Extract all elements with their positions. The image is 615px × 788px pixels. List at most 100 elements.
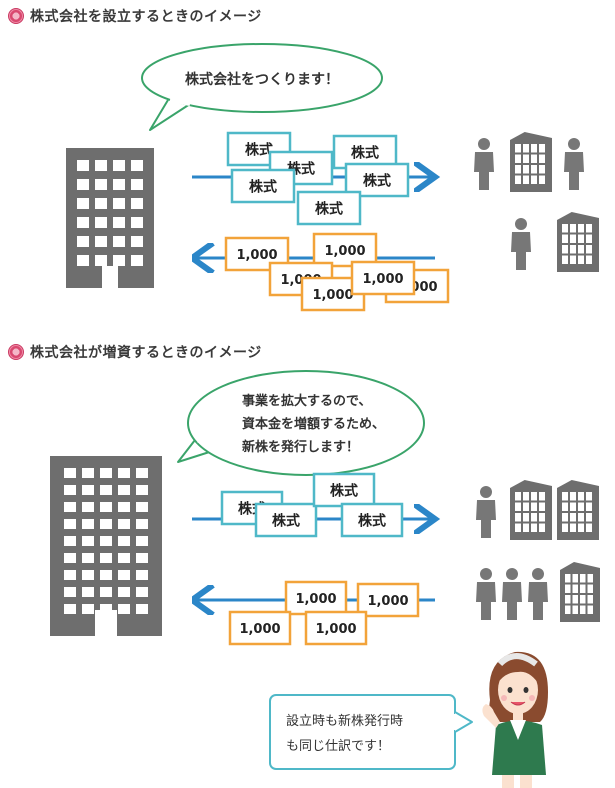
- svg-text:1,000: 1,000: [295, 592, 336, 607]
- building-window: [131, 179, 143, 190]
- svg-text:株式: 株式: [358, 512, 386, 529]
- building-window: [136, 587, 148, 597]
- building-window: [64, 570, 76, 580]
- speech-bubble-2-line-1: 事業を拡大するので、: [242, 393, 371, 409]
- building-window: [100, 587, 112, 597]
- building-window: [113, 179, 125, 190]
- building-window: [95, 255, 107, 266]
- stock-certificate: 株式: [340, 502, 404, 538]
- building-window: [77, 217, 89, 228]
- building-window: [82, 587, 94, 597]
- stock-certificate: 株式: [312, 472, 376, 508]
- building-window: [77, 198, 89, 209]
- stock-certificate: 株式: [230, 168, 296, 204]
- building-window: [64, 587, 76, 597]
- flower-icon: [8, 8, 24, 24]
- building-window: [100, 536, 112, 546]
- speech-box-footer: 設立時も新株発行時 も同じ仕訳です！: [269, 694, 473, 770]
- person-icon: [564, 138, 584, 190]
- building-window: [118, 502, 130, 512]
- stock-certificate: 株式: [254, 502, 318, 538]
- svg-text:株式: 株式: [363, 172, 391, 189]
- flower-icon: [8, 344, 24, 360]
- investors-group-1: [474, 132, 599, 272]
- building-window: [64, 553, 76, 563]
- building-window: [131, 255, 143, 266]
- building-window: [64, 536, 76, 546]
- building-window: [136, 468, 148, 478]
- section2-title-text: 株式会社が増資するときのイメージ: [30, 345, 262, 361]
- building-window: [95, 217, 107, 228]
- building-window: [136, 536, 148, 546]
- building-window: [64, 519, 76, 529]
- money-note: 1,000: [350, 260, 416, 296]
- building-window: [77, 160, 89, 171]
- building-window: [131, 236, 143, 247]
- building-window: [77, 179, 89, 190]
- svg-text:株式: 株式: [245, 141, 273, 158]
- building-window: [95, 160, 107, 171]
- person-icon: [511, 218, 531, 270]
- money-note: 1,000: [304, 610, 368, 646]
- stock-cards-group-1: 株式株式株式株式株式株式: [226, 131, 410, 226]
- building-window: [82, 570, 94, 580]
- building-window: [118, 536, 130, 546]
- money-note: 1,000: [284, 580, 348, 616]
- svg-text:1,000: 1,000: [367, 594, 408, 609]
- building-window: [77, 255, 89, 266]
- investors-group-2: [476, 480, 600, 622]
- building-window: [136, 570, 148, 580]
- building-window: [118, 570, 130, 580]
- building-window: [95, 236, 107, 247]
- building-window: [82, 485, 94, 495]
- building-window: [113, 198, 125, 209]
- svg-text:1,000: 1,000: [362, 272, 403, 287]
- building-window: [118, 587, 130, 597]
- building-window: [100, 519, 112, 529]
- building-window: [100, 570, 112, 580]
- building-window: [82, 553, 94, 563]
- building-window: [82, 468, 94, 478]
- section2-title: 株式会社が増資するときのイメージ: [8, 342, 262, 362]
- building-window: [118, 604, 130, 614]
- speech-bubble-1-text: 株式会社をつくります！: [185, 71, 339, 88]
- building-window: [118, 519, 130, 529]
- money-note: 1,000: [224, 236, 290, 272]
- person-icon: [502, 568, 522, 620]
- company-building-large: [50, 456, 162, 636]
- building-window: [95, 198, 107, 209]
- speech-bubble-2: 事業を拡大するので、 資本金を増額するため、 新株を発行します！: [177, 370, 425, 476]
- footer-speech-line-1: 設立時も新株発行時: [286, 713, 403, 729]
- section1-title-text: 株式会社を設立するときのイメージ: [30, 9, 262, 25]
- speech-bubble-1: 株式会社をつくります！: [141, 43, 383, 131]
- svg-text:1,000: 1,000: [315, 622, 356, 637]
- building-window: [113, 236, 125, 247]
- company-building: [66, 148, 154, 288]
- building-window: [136, 485, 148, 495]
- building-window: [113, 160, 125, 171]
- building-window: [100, 502, 112, 512]
- person-icon: [528, 568, 548, 620]
- stock-certificate: 株式: [344, 162, 410, 198]
- building-window: [77, 236, 89, 247]
- stock-certificate: 株式: [296, 190, 362, 226]
- building-window: [100, 604, 112, 614]
- building-window: [113, 217, 125, 228]
- building-window: [82, 519, 94, 529]
- building-window: [118, 468, 130, 478]
- building-window: [64, 604, 76, 614]
- svg-text:1,000: 1,000: [239, 622, 280, 637]
- building-window: [64, 485, 76, 495]
- speech-bubble-2-line-3: 新株を発行します！: [242, 439, 359, 455]
- person-icon: [476, 486, 496, 538]
- building-window: [64, 502, 76, 512]
- svg-text:株式: 株式: [351, 144, 379, 161]
- woman-illustration: [482, 651, 548, 788]
- building-window: [100, 468, 112, 478]
- building-window: [82, 536, 94, 546]
- svg-text:株式: 株式: [315, 200, 343, 217]
- building-window: [113, 255, 125, 266]
